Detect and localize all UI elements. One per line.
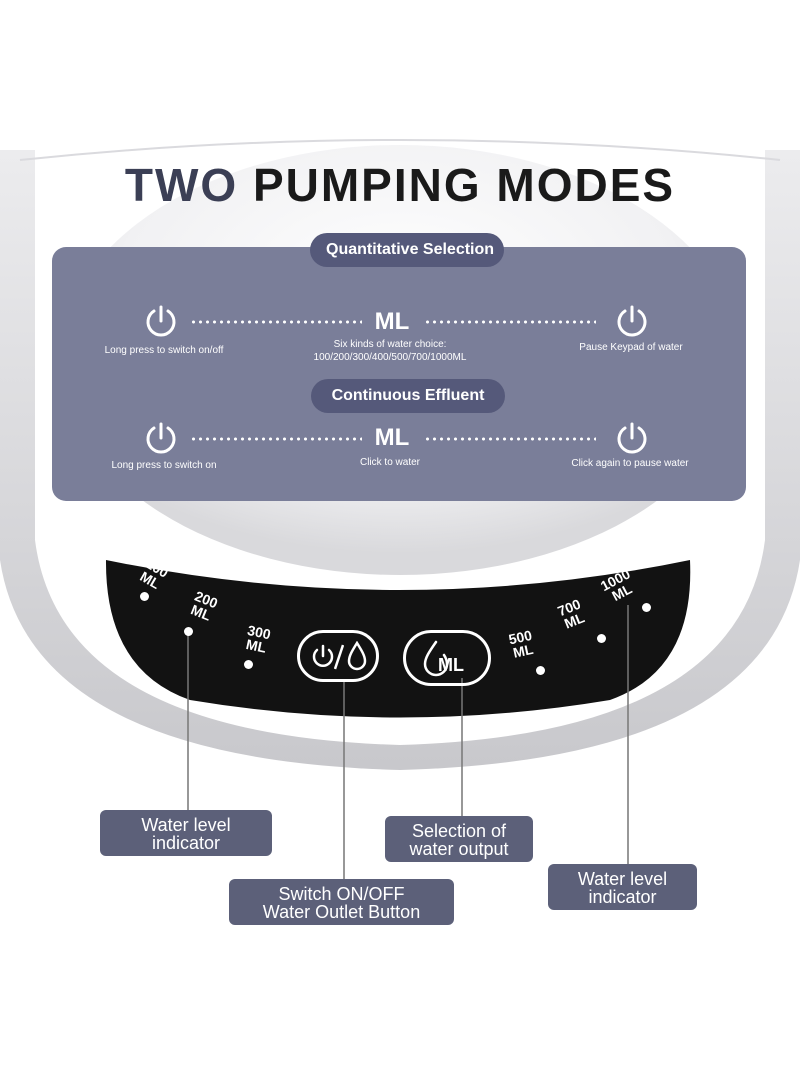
caption-click-to-water: Click to water [359, 457, 420, 468]
caption-switch-on-off: Long press to switch on/off [104, 345, 224, 356]
ml-unit-label: ML [374, 308, 410, 335]
title-part-2: PUMPING MODES [252, 159, 676, 211]
title-part-1: TWO [124, 159, 239, 211]
water-level-dot [184, 627, 193, 636]
mode-label-continuous: Continuous Effluent [311, 379, 505, 413]
water-level-dot [244, 660, 253, 669]
dotted-connector [424, 320, 596, 324]
ml-unit-label: ML [374, 424, 410, 451]
dotted-connector [190, 437, 362, 441]
caption-water-choice-line1: Six kinds of water choice: [333, 339, 447, 350]
power-icon [146, 422, 176, 454]
water-level-dot [536, 666, 545, 675]
ml-button-text: ML [438, 655, 464, 675]
water-level-dot [642, 603, 651, 612]
caption-water-choice-line2: 100/200/300/400/500/700/1000ML [313, 352, 467, 363]
ml-drop-icon: ML [423, 640, 464, 677]
mode-label-quantitative: Quantitative Selection [310, 233, 504, 267]
ml-select-button[interactable]: ML [403, 630, 491, 686]
water-level-dot [140, 592, 149, 601]
dotted-connector [424, 437, 596, 441]
power-icon [312, 644, 334, 667]
page-title: TWO PUMPING MODES [0, 160, 800, 210]
power-icon [617, 305, 647, 337]
power-icon [617, 422, 647, 454]
caption-pause-water: Click again to pause water [571, 458, 689, 469]
water-level-dot [597, 634, 606, 643]
caption-switch-on: Long press to switch on [111, 460, 217, 471]
slash-separator [334, 644, 344, 670]
dotted-connector [190, 320, 362, 324]
caption-pause-keypad: Pause Keypad of water [579, 342, 683, 353]
power-icon [146, 305, 176, 337]
modes-panel [52, 247, 746, 501]
power-water-button[interactable] [297, 630, 379, 682]
water-drop-icon [347, 641, 367, 671]
